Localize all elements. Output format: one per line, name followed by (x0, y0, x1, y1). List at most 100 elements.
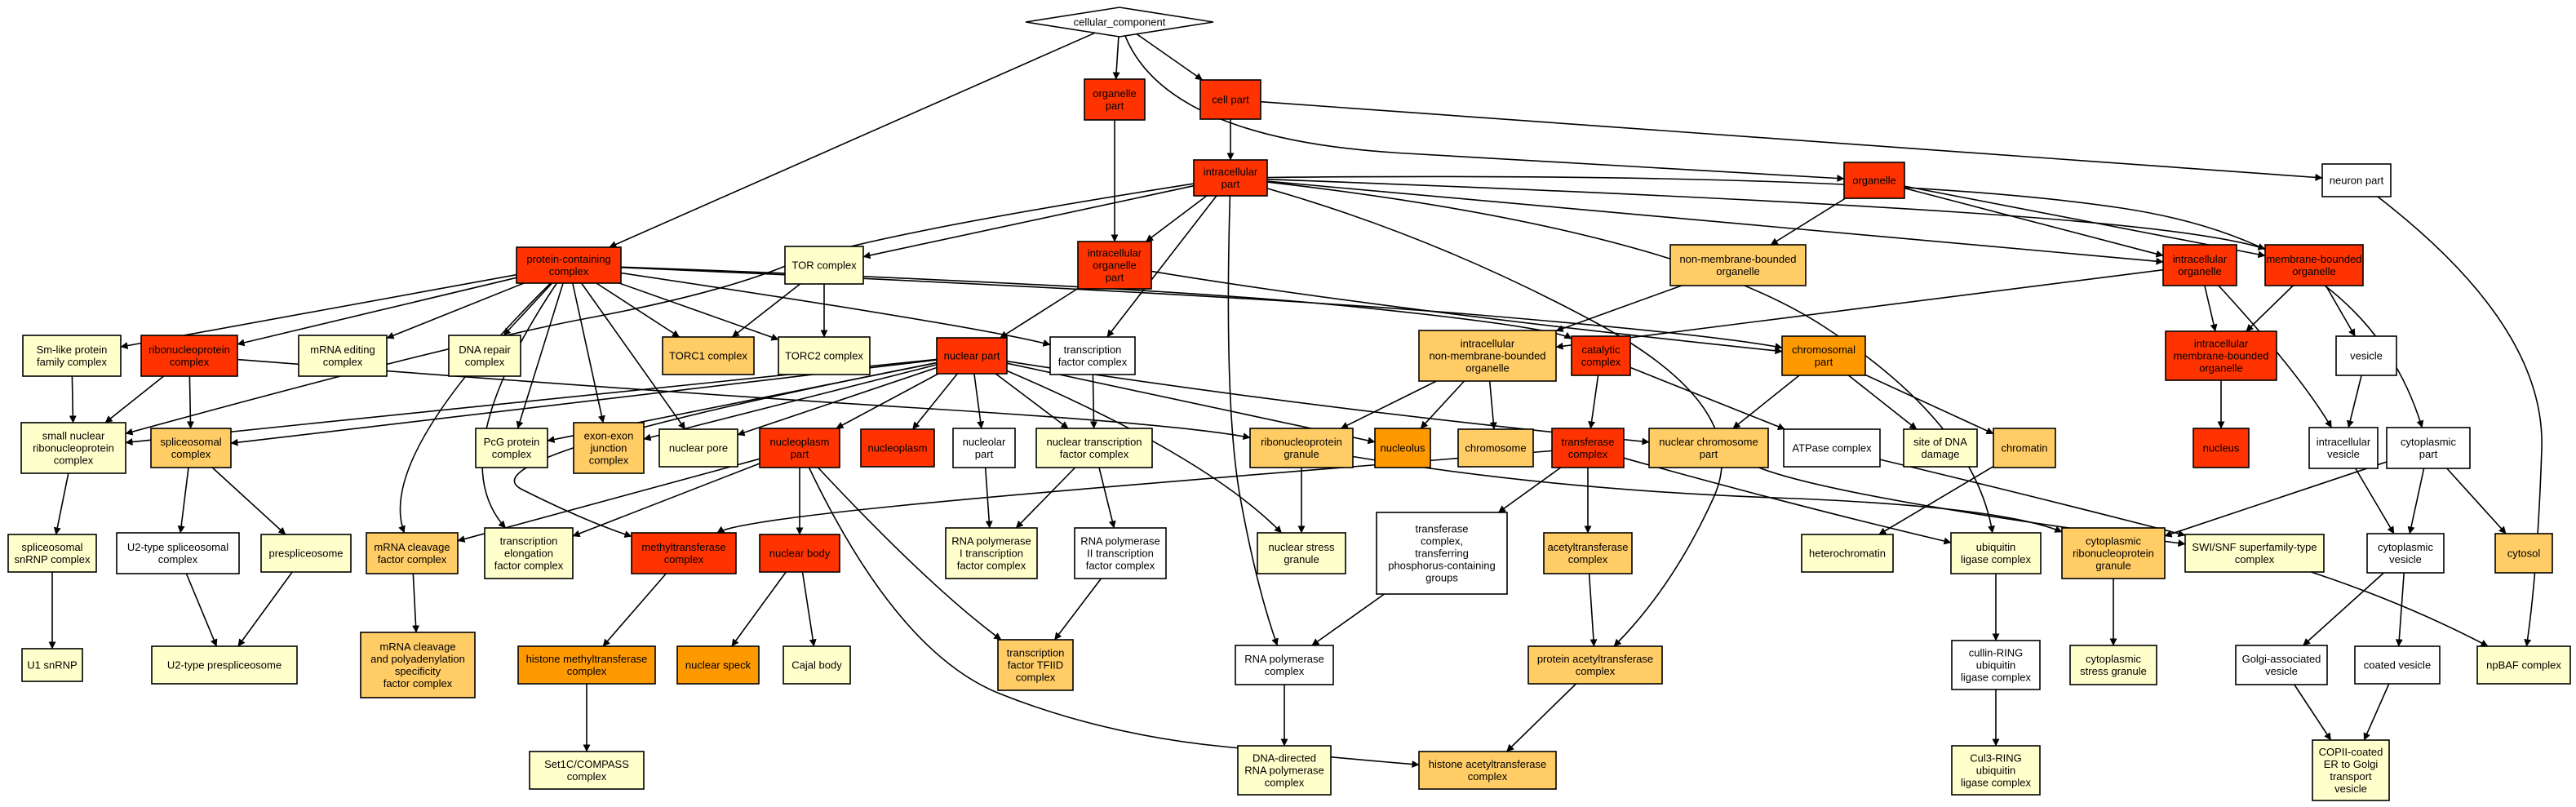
node-nuclear-pore[interactable]: nuclear pore (658, 428, 738, 468)
node-cellular-component[interactable]: cellular_component (1025, 7, 1214, 38)
node-transferase-phospho[interactable]: transferasecomplex,transferringphosphoru… (1376, 512, 1508, 595)
node-label: complex (1265, 777, 1305, 789)
node-u1-snrnp[interactable]: U1 snRNP (21, 648, 83, 682)
node-label: exon-exon (584, 430, 634, 442)
node-box (1418, 751, 1557, 790)
node-nuclear-part[interactable]: nuclear part (936, 337, 1008, 375)
node-box (2476, 645, 2571, 685)
node-chromatin[interactable]: chromatin (1993, 428, 2056, 468)
edge-nuclear_part-to-exon_exon_junction (643, 364, 938, 441)
edge-nuclear_part-to-nucleolar_part (973, 373, 985, 429)
node-cell-part[interactable]: cell part (1199, 79, 1261, 120)
node-box (2386, 427, 2471, 469)
node-nucleoplasm[interactable]: nucleoplasm (860, 428, 935, 468)
node-cajal-body[interactable]: Cajal body (783, 645, 851, 685)
node-u2-prespliceosome[interactable]: U2-type prespliceosome (151, 645, 298, 685)
node-heterochromatin[interactable]: heterochromatin (1801, 534, 1894, 573)
node-label: SWI/SNF superfamily-type (2192, 541, 2317, 553)
node-nuclear-speck[interactable]: nuclear speck (676, 645, 760, 685)
node-coated-vesicle[interactable]: coated vesicle (2354, 645, 2441, 685)
node-torc1[interactable]: TORC1 complex (662, 336, 755, 375)
node-chromosome[interactable]: chromosome (1457, 428, 1534, 468)
node-label: vesicle (2389, 553, 2422, 565)
node-prespliceosome[interactable]: prespliceosome (260, 534, 352, 573)
node-label: small nuclear (42, 430, 105, 442)
node-vesicle[interactable]: vesicle (2335, 335, 2397, 376)
edge-nuclear_part-to-nuclear_stress_granule (1006, 370, 1283, 534)
node-box (573, 422, 645, 474)
node-nuclear-body[interactable]: nuclear body (759, 534, 840, 573)
node-label: membrane-bounded (2173, 350, 2268, 362)
node-torc2[interactable]: TORC2 complex (778, 336, 871, 375)
node-nucleus[interactable]: nucleus (2192, 428, 2250, 468)
node-neuron-part[interactable]: neuron part (2321, 163, 2392, 197)
node-box (1199, 79, 1261, 120)
node-organelle[interactable]: organelle (1843, 162, 1905, 199)
node-npbaf[interactable]: npBAF complex (2476, 645, 2571, 685)
node-atpase-complex[interactable]: ATPase complex (1783, 428, 1881, 468)
node-tor-complex[interactable]: TOR complex (784, 246, 864, 285)
node-intracellular-nmbo[interactable]: intracellularnon-membrane-boundedorganel… (1418, 330, 1557, 382)
node-label: nuclear speck (685, 659, 752, 672)
node-label: cytoplasmic (2086, 535, 2141, 548)
node-box (662, 336, 755, 375)
node-cytosol[interactable]: cytosol (2494, 533, 2553, 574)
node-nucleolus[interactable]: nucleolus (1374, 428, 1431, 468)
node-label: intracellular (1461, 338, 1515, 350)
